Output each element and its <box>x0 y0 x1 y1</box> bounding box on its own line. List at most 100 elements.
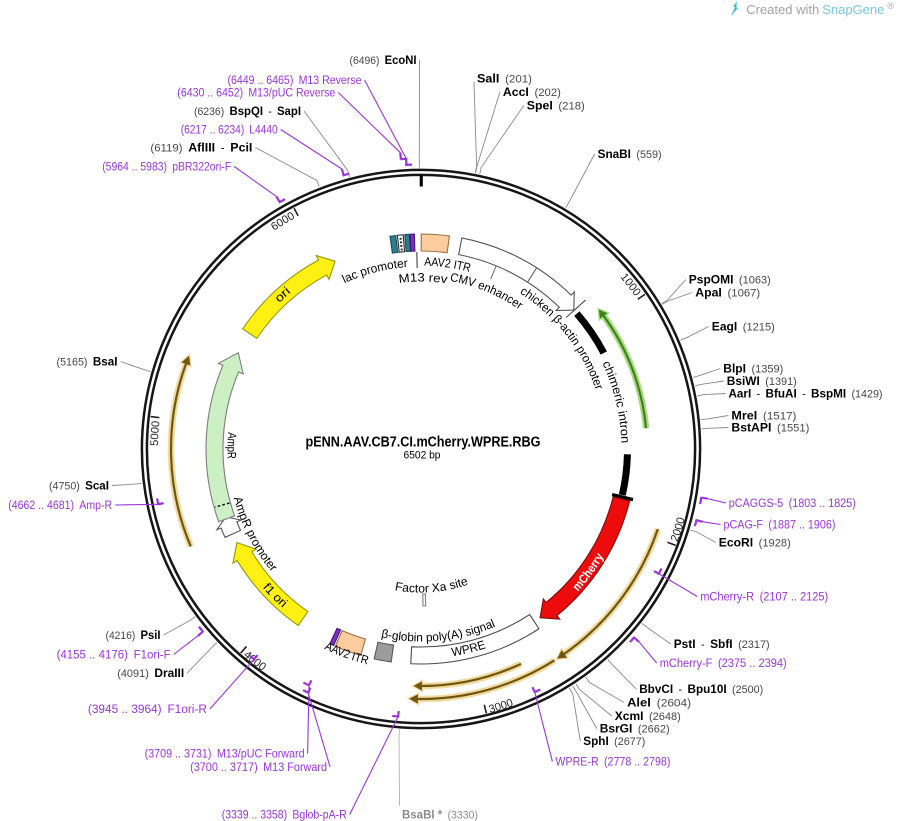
enzyme-label-apai: ApaI (1067) <box>695 286 760 300</box>
primer-flag-mcherry-r <box>657 567 663 576</box>
enzyme-label-bsai: (5165) BsaI <box>57 355 118 369</box>
feature-label-chimeric-intron: chimeric intron <box>599 359 632 444</box>
primer-callout-m13-puc-reverse <box>337 92 401 154</box>
feature-factor-xa-sliver <box>422 593 427 607</box>
feature-cmv-cba-arrow-divider <box>527 267 538 283</box>
enzyme-label-bsrgi: BsrGI (2662) <box>600 722 670 736</box>
watermark-prefix: Created with <box>746 1 820 17</box>
tick-mark-3000 <box>483 704 488 714</box>
enzyme-label-alei: AleI (2604) <box>627 696 691 710</box>
enzyme-label-xcmi: XcmI (2648) <box>615 709 681 723</box>
enzyme-callout-bbvci-bpu10i <box>607 659 637 690</box>
primer-callout-wpre-r <box>534 692 553 762</box>
enzyme-callout-aari-bfuai-bspmi <box>697 393 726 397</box>
enzyme-callout-xcmi <box>575 683 613 717</box>
enzyme-label-bstapi: BstAPI (1551) <box>731 421 809 435</box>
feature-ampr-arrow-signal-divider <box>214 502 230 508</box>
enzyme-label-bbvci-bpu10i: BbvCI - Bpu10I (2500) <box>639 682 763 696</box>
enzyme-callout-bspqi-sapi <box>303 110 350 178</box>
enzyme-label-afliii-pcii: (6119) AflIII - PciI <box>150 141 252 155</box>
primer-callout-m13-forward <box>307 692 331 768</box>
enzyme-label-psti-sbfi: PstI - SbfI (2317) <box>674 637 770 651</box>
feature-m13-rev-box <box>409 233 416 252</box>
primer-callout-mcherry-f <box>638 641 658 664</box>
primer-label-pbr322ori-f: (5964 .. 5983) pBR322ori-F <box>102 160 231 174</box>
tick-mark-5000 <box>150 415 160 419</box>
primer-flag-pcag-f <box>693 518 698 527</box>
enzyme-callout-scai <box>111 482 142 486</box>
enzyme-callout-sphi <box>568 687 581 742</box>
primer-callout-mcherry-r <box>658 573 698 597</box>
enzyme-callout-apai <box>662 292 693 305</box>
primer-flag-pcaggs-5 <box>699 496 703 505</box>
primer-label-f1ori-f: (4155 .. 4176) F1ori-F <box>57 648 171 662</box>
plasmid-length: 6502 bp <box>404 450 441 462</box>
feature-lac-promoter-box1 <box>389 234 399 254</box>
primer-callout-amp-r <box>115 503 159 506</box>
primer-label-m13-forward: (3700 .. 3717) M13 Forward <box>190 760 327 774</box>
tick-label-5000: 5000 <box>149 420 162 446</box>
feature-label-lac-promoter: lac promoter <box>340 256 408 286</box>
feature-wpre-box <box>410 613 540 665</box>
primer-callout-m13-reverse <box>364 79 407 159</box>
enzyme-label-scai: (4750) ScaI <box>49 479 109 493</box>
primer-label-pcag-f: pCAG-F (1887 .. 1906) <box>724 518 836 532</box>
primer-flag-riser-f1ori-r <box>253 654 259 661</box>
tick-mark-6000 <box>293 207 299 217</box>
enzyme-label-bsiwi: BsiWI (1391) <box>727 374 797 388</box>
feature-ampr-arrow <box>205 351 244 523</box>
enzyme-label-sphi: SphI (2677) <box>583 734 645 748</box>
enzyme-callout-psti-sbfi <box>641 622 671 645</box>
enzyme-callout-eagi <box>680 326 710 341</box>
enzyme-callout-ecori <box>690 529 717 543</box>
snapgene-logo-icon <box>731 1 740 16</box>
primer-flag-riser-f1ori-f <box>197 630 204 637</box>
enzyme-label-bspqi-sapi: (6236) BspQI - SapI <box>194 104 301 118</box>
enzyme-callout-psii <box>163 616 196 636</box>
enzyme-callout-acci <box>475 91 501 174</box>
enzyme-label-pspomi: PspOMI (1063) <box>689 273 771 287</box>
primer-label-m13-puc-forward: (3709 .. 3731) M13/pUC Forward <box>145 747 305 761</box>
feature-orf-arrow-left-core <box>169 362 192 547</box>
primer-flag-bglob-pa-r <box>392 714 400 718</box>
feature-lac-promoter-box2 <box>404 233 411 253</box>
enzyme-callout-afliii-pcii <box>255 147 320 187</box>
enzyme-callout-alei <box>585 676 625 703</box>
primer-flag-amp-r <box>155 498 160 506</box>
feature-label-cmv-enhancer: CMV enhancer <box>449 270 526 312</box>
enzyme-callout-spei <box>479 105 525 174</box>
feature-black-arc-2 <box>618 454 631 496</box>
feature-orf-arrow-bottom-outer-head <box>409 694 418 704</box>
primer-flag-riser-l4440 <box>340 168 345 176</box>
plasmid-title: pENN.AAV.CB7.CI.mCherry.WPRE.RBG <box>306 435 541 451</box>
enzyme-callout-bsrgi <box>572 685 598 729</box>
feature-m13-fwd-box <box>329 627 342 647</box>
features <box>167 233 661 706</box>
feature-orf-arrow-bottom-outer-core <box>416 659 556 701</box>
feature-label-factor-xa-site: Factor Xa site <box>394 574 470 596</box>
feature-lac-promoter-hatched <box>396 234 406 253</box>
watermark-brand: SnapGene <box>822 1 885 17</box>
enzyme-callout-bsai <box>120 361 151 373</box>
primer-callout-bglob-pa-r <box>349 716 399 815</box>
primer-label-bglob-pa-r: (3339 .. 3358) Bglob-pA-R <box>222 808 347 821</box>
feature-orf-arrow-right-head <box>557 650 567 659</box>
tick-mark-4000 <box>240 645 248 654</box>
feature-chimeric-intron-arrow-core <box>602 314 648 429</box>
enzyme-callout-bsiwi <box>694 380 724 387</box>
primer-callout-l4440 <box>280 129 343 170</box>
enzyme-label-snabi: SnaBI (559) <box>598 147 662 161</box>
primer-labels: (6449 .. 6465) M13 Reverse(6430 .. 6452)… <box>8 73 856 821</box>
primer-callout-pcaggs-5 <box>707 498 726 504</box>
primer-flag-mcherry-f <box>629 636 636 643</box>
primer-flag-riser-pbr322ori-f <box>275 195 281 203</box>
feature-orf-arrow-bottom-inner-core <box>420 662 522 688</box>
primer-label-l4440: (6217 .. 6234) L4440 <box>181 123 278 137</box>
watermark-registered: ® <box>887 1 894 11</box>
enzyme-callout-pspomi <box>661 279 687 304</box>
feature-bglobin-pa-box <box>373 641 395 663</box>
primer-callout-m13-puc-forward <box>307 685 310 754</box>
primer-label-f1ori-r: (3945 .. 3964) F1ori-R <box>88 702 207 716</box>
